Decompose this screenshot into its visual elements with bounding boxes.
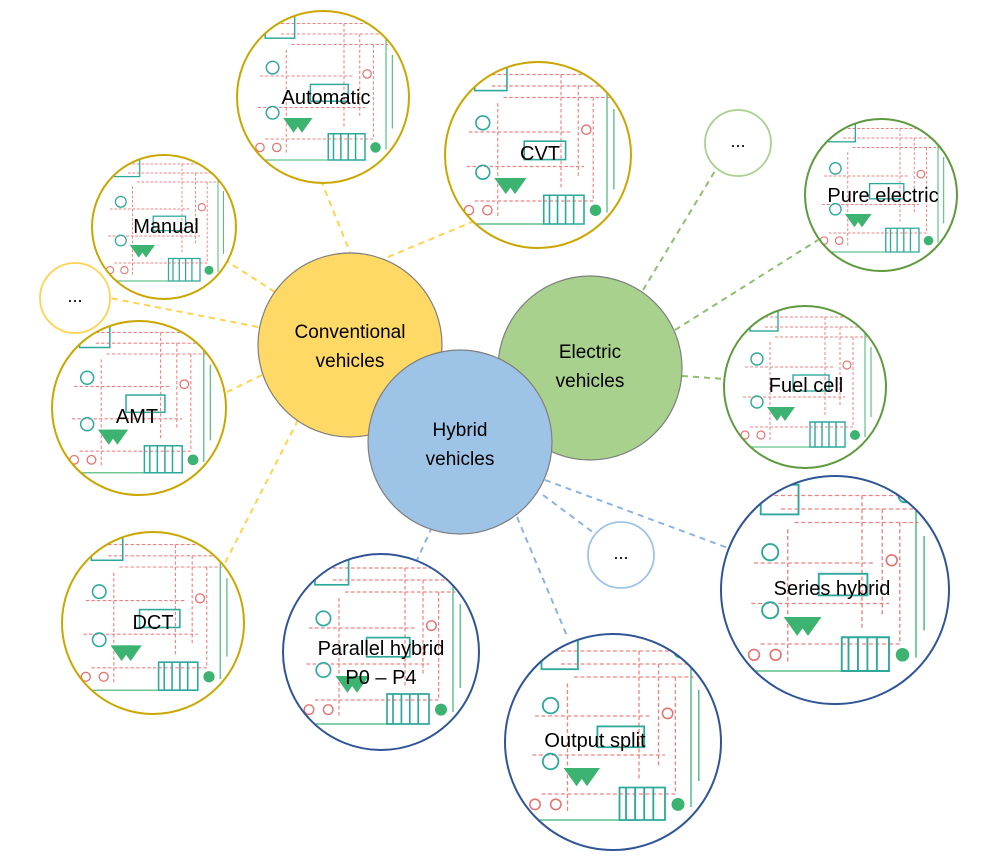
- ellipsis-electric: ...: [704, 109, 772, 177]
- connector-line: [387, 221, 473, 258]
- hub-label: vehicles: [556, 371, 625, 392]
- connector-line: [642, 165, 719, 291]
- node-series-hybrid: Series hybrid: [720, 475, 950, 705]
- connector-line: [681, 375, 726, 380]
- node-label: Manual: [133, 216, 199, 238]
- node-label: Fuel cell: [769, 375, 843, 397]
- node-dct: DCT: [61, 531, 245, 715]
- connector-line: [109, 297, 259, 328]
- ellipsis-label: ...: [613, 543, 628, 563]
- ellipsis-label: ...: [730, 131, 745, 151]
- hub-label: vehicles: [316, 351, 385, 372]
- hub-label: Electric: [559, 342, 621, 363]
- node-fuel-cell: Fuel cell: [723, 305, 887, 469]
- node-automatic: Automatic: [236, 10, 410, 184]
- node-label: P0 – P4: [345, 667, 416, 689]
- ellipsis-conventional: ...: [39, 262, 111, 334]
- ellipsis-label: ...: [67, 286, 82, 306]
- node-parallel-hybrid: Parallel hybrid P0 – P4: [282, 553, 480, 751]
- connector-line: [516, 516, 568, 637]
- hub-label: vehicles: [426, 449, 495, 470]
- node-cvt: CVT: [444, 61, 632, 249]
- node-label: Automatic: [282, 87, 371, 109]
- ellipsis-hybrid: ...: [587, 521, 655, 589]
- node-label: Parallel hybrid: [318, 638, 445, 660]
- hub-hybrid: Hybrid vehicles: [367, 349, 553, 535]
- node-amt: AMT: [51, 320, 227, 496]
- connector-line: [542, 494, 599, 537]
- connector-line: [321, 182, 353, 258]
- node-label: Output split: [544, 730, 646, 752]
- connector-line: [227, 261, 276, 293]
- connector-line: [416, 526, 433, 561]
- node-pure-electric: Pure electric: [804, 118, 958, 272]
- hub-label: Conventional: [295, 322, 406, 343]
- node-manual: Manual: [91, 154, 237, 300]
- connector-line: [224, 374, 263, 394]
- node-label: Series hybrid: [774, 578, 891, 600]
- hub-label: Hybrid: [433, 420, 488, 441]
- node-output-split: Output split: [504, 633, 722, 851]
- connector-line: [224, 419, 299, 564]
- node-label: DCT: [132, 612, 173, 634]
- node-label: Pure electric: [827, 185, 938, 207]
- node-label: CVT: [520, 143, 560, 165]
- node-label: AMT: [116, 406, 158, 428]
